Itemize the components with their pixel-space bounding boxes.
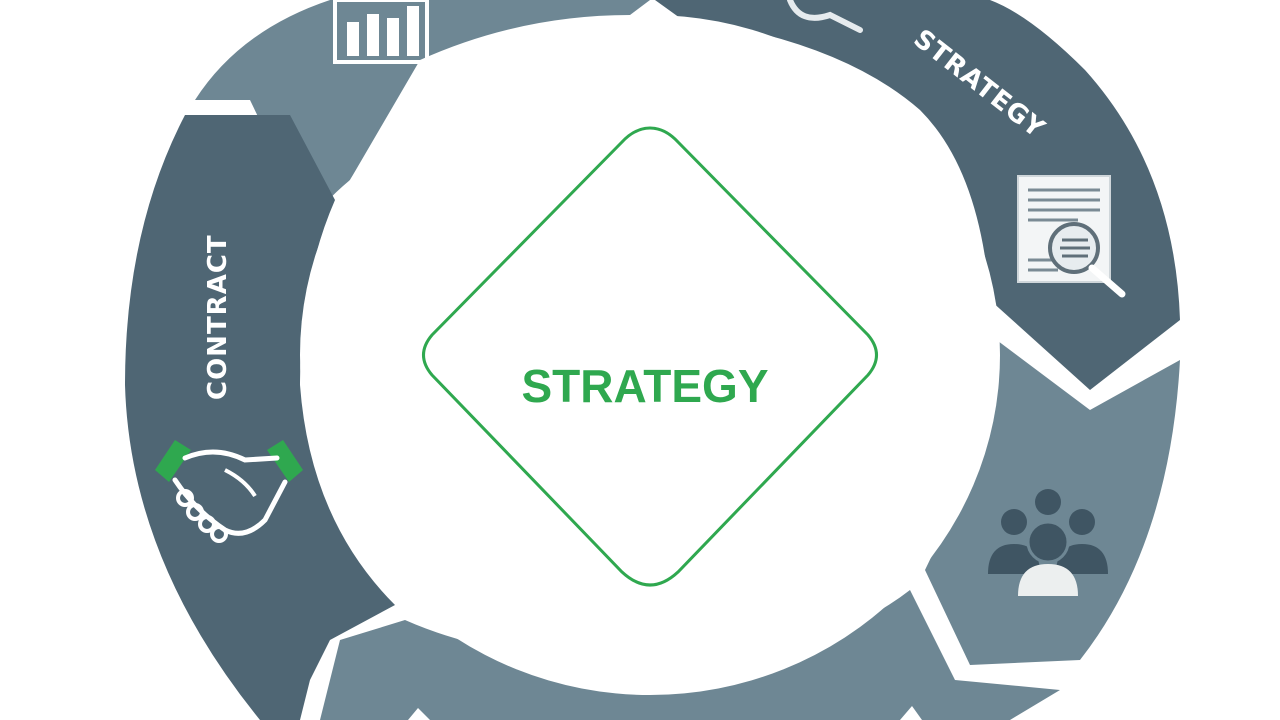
document-search-icon <box>1017 175 1126 298</box>
segment-top-right <box>655 0 1180 390</box>
center-circle <box>300 15 1000 695</box>
handshake-icon <box>155 440 303 543</box>
segment-label-contract: CONTRACT <box>203 234 233 400</box>
segment-bottom <box>320 590 1060 720</box>
magnifier-icon <box>787 0 863 33</box>
center-label: STRATEGY <box>521 360 768 412</box>
bottom-partial-icon <box>408 706 922 720</box>
team-icon <box>988 489 1108 596</box>
segment-left <box>125 115 395 720</box>
center-diamond <box>422 126 878 587</box>
bar-chart-icon <box>333 0 429 64</box>
